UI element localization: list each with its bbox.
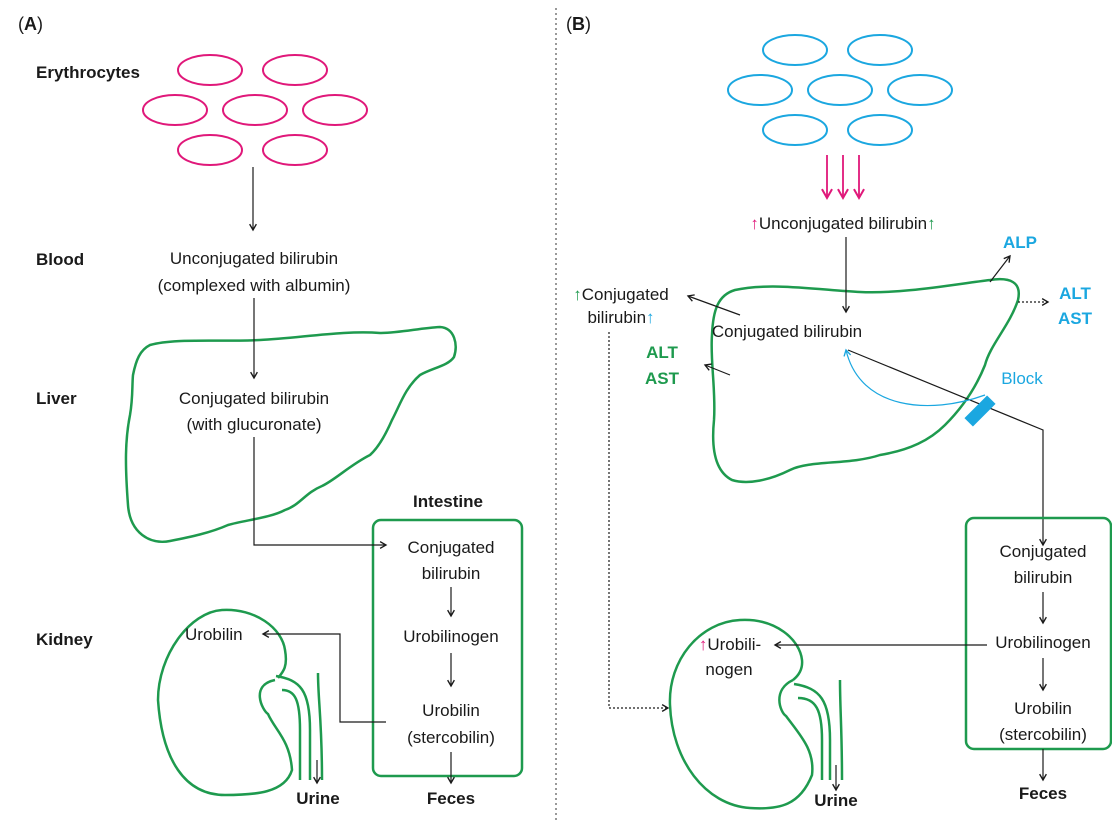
arrow-liver-to-blood-conjugated [686,294,741,316]
urine-label-b: Urine [814,791,857,810]
unconjugated-bilirubin-b: ↑Unconjugated bilirubin↑ [750,214,935,233]
blood-text-line2: (complexed with albumin) [158,276,351,295]
intestine-b-item-stercobilin: (stercobilin) [999,725,1087,744]
feces-label-a: Feces [427,789,475,808]
arrow-liver-to-intestine [253,437,388,549]
ast-label-left: AST [645,369,680,388]
erythrocyte [302,94,368,126]
erythrocyte [262,134,328,166]
row-label-liver: Liver [36,389,77,408]
panel-b: (B) ↑Unconjugated bilirubin↑ Conjugated … [566,14,1112,810]
row-label-erythrocytes: Erythrocytes [36,63,140,82]
kidney-text-urobilin: Urobilin [185,625,243,644]
erythrocyte [727,74,793,106]
liver-text-line1: Conjugated bilirubin [179,389,329,408]
alp-label-b: ALP [1003,233,1037,252]
erythrocyte [142,94,208,126]
liver-outline-a [124,325,457,543]
intestine-item-conjugated: Conjugated [408,538,495,557]
panel-a-label: (A) [18,14,43,34]
erythrocyte [807,74,873,106]
erythrocyte [847,34,913,66]
urine-label-a: Urine [296,789,339,808]
erythrocyte [177,54,243,86]
panel-b-label: (B) [566,14,591,34]
erythrocyte [177,134,243,166]
arrow-intestine-to-kidney [261,630,386,723]
kidney-outline-b [668,618,814,810]
arrow-liver-to-alp [989,254,1011,283]
erythrocyte [762,114,828,146]
block-label: Block [1001,369,1043,388]
conjugated-blood-line2: bilirubin↑ [587,308,654,327]
intestine-box-b [964,516,1112,751]
intestine-item-stercobilin: (stercobilin) [407,728,495,747]
blood-text-line1: Unconjugated bilirubin [170,249,338,268]
ureter-a [275,672,324,781]
block-marker [964,395,996,427]
arrow-b-blood-to-kidney-dashed [608,332,670,712]
alt-label-left: ALT [646,343,678,362]
bile-flow-line [847,349,1047,547]
feces-label-b: Feces [1019,784,1067,803]
intestine-b-item-urobilinogen: Urobilinogen [995,633,1090,652]
ureter-b [793,679,844,781]
row-label-blood: Blood [36,250,84,269]
erythrocyte [262,54,328,86]
conjugated-bilirubin-liver-b: Conjugated bilirubin [712,322,862,341]
intestine-title: Intestine [413,492,483,511]
erythrocyte [762,34,828,66]
alt-label-right: ALT [1059,284,1091,303]
liver-text-line2: (with glucuronate) [186,415,321,434]
liver-outline-b [710,278,1021,484]
intestine-item-urobilinogen: Urobilinogen [403,627,498,646]
kidney-b-line1: ↑Urobili- [699,635,761,654]
intestine-b-item-conjugated: Conjugated [1000,542,1087,561]
kidney-b-line2: nogen [705,660,752,679]
intestine-item-bilirubin: bilirubin [422,564,481,583]
erythrocyte [887,74,953,106]
block-feedback-arrow [843,348,986,407]
row-label-kidney: Kidney [36,630,93,649]
conjugated-blood-line1: ↑Conjugated [573,285,668,304]
erythrocyte [847,114,913,146]
erythrocyte [222,94,288,126]
intestine-item-urobilin: Urobilin [422,701,480,720]
panel-a: (A) Erythrocytes Blood Liver Kidney Unco… [18,14,524,808]
erythrocytes-cluster-b [727,34,953,146]
ast-label-right: AST [1058,309,1093,328]
intestine-box-a [371,518,524,778]
intestine-b-item-urobilin: Urobilin [1014,699,1072,718]
erythrocytes-cluster-a [142,54,368,166]
arrow-liver-to-alt-ast-left [703,363,731,376]
intestine-b-item-bilirubin: bilirubin [1014,568,1073,587]
kidney-outline-a [156,608,294,797]
